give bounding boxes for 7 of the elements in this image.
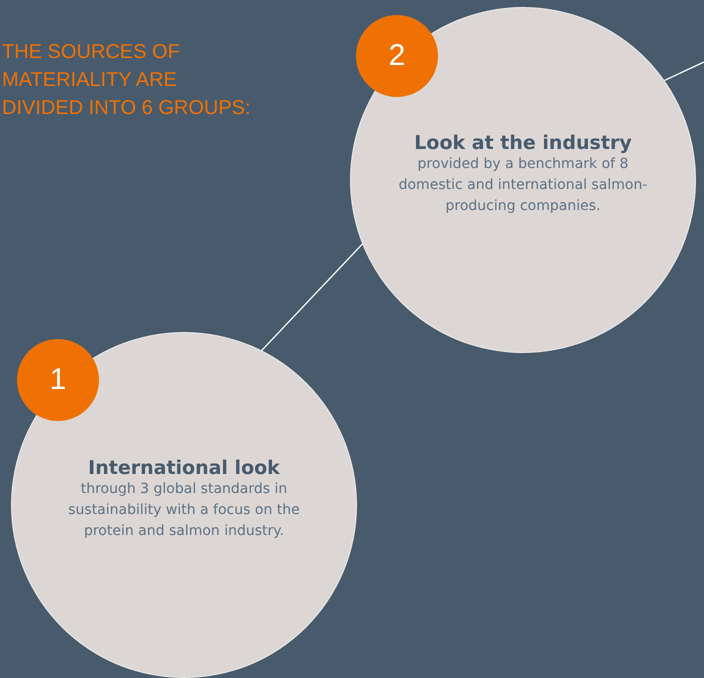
connector-line bbox=[261, 244, 363, 351]
heading: THE SOURCES OF MATERIALITY ARE DIVIDED INTO 6 GROUPS: bbox=[2, 40, 252, 121]
circle-heading: Look at the industry bbox=[414, 132, 632, 154]
connector-line bbox=[664, 61, 704, 82]
circle-description: through 3 global standards in sustainability with a focus on the protein and salmon industry. bbox=[67, 480, 301, 541]
circle-heading: International look bbox=[88, 457, 280, 479]
circle-description: provided by a benchmark of 8 domestic and international salmon-producing companies. bbox=[398, 155, 648, 216]
